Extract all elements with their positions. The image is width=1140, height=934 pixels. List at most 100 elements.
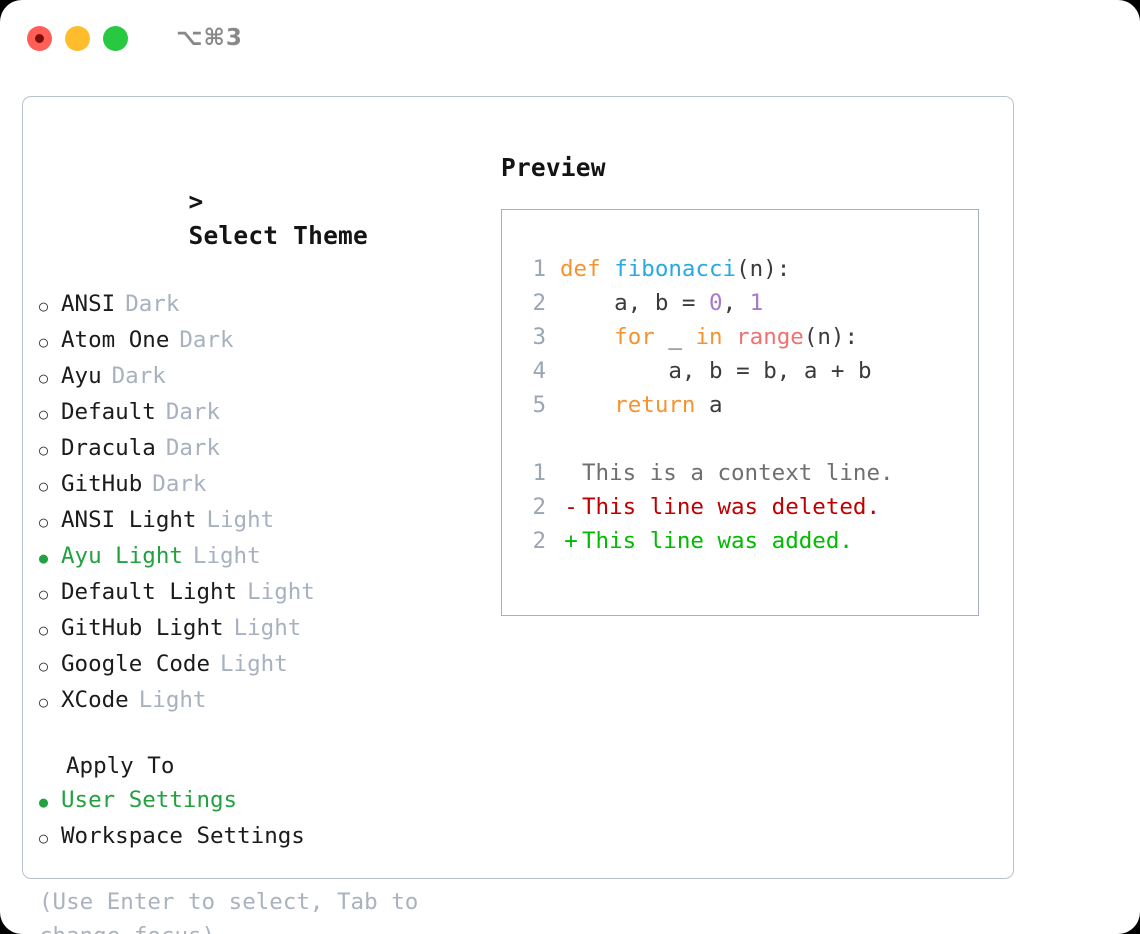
- apply-to-option-user-settings[interactable]: ● User Settings: [39, 783, 489, 819]
- title-bar: ⌥⌘3: [0, 0, 1140, 76]
- radio-selected-icon: ●: [39, 793, 49, 811]
- diff-sample: 1 This is a context line.2-This line was…: [502, 456, 978, 558]
- code-token-kw: return: [560, 392, 696, 418]
- code-line-number: 1: [532, 256, 546, 282]
- apply-to-heading: Apply To: [66, 753, 175, 779]
- radio-unselected-icon: ○: [39, 829, 49, 847]
- code-token-kw: for: [560, 324, 655, 350]
- section-spacer: [39, 719, 489, 749]
- code-token-txt: (n):: [736, 256, 791, 282]
- diff-marker-icon: [560, 456, 582, 490]
- code-token-call: range: [736, 324, 804, 350]
- radio-unselected-icon: ○: [39, 405, 49, 423]
- theme-option-dracula[interactable]: ○ Dracula Dark: [39, 431, 489, 467]
- diff-line-number: 2: [532, 494, 546, 520]
- apply-to-option-label: Workspace Settings: [61, 823, 305, 849]
- radio-unselected-icon: ○: [39, 333, 49, 351]
- theme-option-label: XCode: [61, 687, 129, 713]
- apply-to-option-workspace-settings[interactable]: ○ Workspace Settings: [39, 819, 489, 855]
- theme-option-label: Dracula: [61, 435, 156, 461]
- diff-line-ctx: 1 This is a context line.: [502, 456, 978, 490]
- traffic-lights: [27, 25, 128, 51]
- diff-marker-icon: -: [564, 494, 578, 520]
- theme-option-github-light[interactable]: ○ GitHub Light Light: [39, 611, 489, 647]
- preview-heading: Preview: [501, 153, 606, 182]
- code-token-fn: fibonacci: [614, 256, 737, 282]
- code-line: 1 def fibonacci(n):: [502, 252, 978, 286]
- radio-unselected-icon: ○: [39, 585, 49, 603]
- code-line-text: return a: [560, 388, 723, 422]
- theme-option-variant-tag: Light: [233, 615, 302, 641]
- radio-unselected-icon: ○: [39, 297, 49, 315]
- theme-option-default-light[interactable]: ○ Default Light Light: [39, 575, 489, 611]
- diff-line-del: 2-This line was deleted.: [502, 490, 978, 524]
- theme-option-variant-tag: Light: [247, 579, 315, 605]
- theme-option-label: ANSI Light: [61, 507, 197, 533]
- code-line-text: for _ in range(n):: [560, 320, 858, 354]
- code-token-kw: def: [560, 256, 615, 282]
- close-icon: [35, 33, 44, 43]
- close-window-button[interactable]: [27, 25, 52, 51]
- radio-unselected-icon: ○: [39, 369, 49, 387]
- radio-unselected-icon: ○: [39, 477, 49, 495]
- theme-option-variant-tag: Dark: [165, 435, 221, 461]
- theme-option-variant-tag: Dark: [152, 471, 207, 497]
- theme-option-label: GitHub: [61, 471, 143, 497]
- diff-line-number: 1: [532, 460, 546, 486]
- apply-to-option-list: ● User Settings ○ Workspace Settings: [39, 783, 489, 855]
- theme-option-variant-tag: Dark: [179, 327, 234, 353]
- theme-option-label: Default Light: [61, 579, 238, 605]
- code-token-txt: a: [695, 392, 723, 418]
- theme-option-variant-tag: Dark: [165, 399, 221, 425]
- code-line-number: 2: [532, 290, 546, 316]
- theme-option-variant-tag: Light: [138, 687, 207, 713]
- theme-option-github[interactable]: ○ GitHub Dark: [39, 467, 489, 503]
- theme-option-variant-tag: Light: [192, 543, 261, 569]
- apply-to-option-label: User Settings: [61, 787, 238, 813]
- code-line: 2 a, b = 0, 1: [502, 286, 978, 320]
- code-token-txt: a, b = b, a + b: [560, 358, 872, 384]
- code-line-text: a, b = b, a + b: [560, 354, 872, 388]
- diff-line-text: This line was deleted.: [582, 494, 881, 520]
- select-theme-heading: > Select Theme: [39, 151, 489, 287]
- code-token-num: 0: [709, 290, 723, 316]
- code-gap: [502, 422, 978, 456]
- radio-unselected-icon: ○: [39, 441, 49, 459]
- keyboard-shortcut-label: ⌥⌘3: [176, 25, 243, 51]
- code-line-text: def fibonacci(n):: [560, 252, 790, 286]
- theme-option-variant-tag: Dark: [125, 291, 180, 317]
- radio-selected-icon: ●: [39, 549, 49, 567]
- theme-option-default[interactable]: ○ Default Dark: [39, 395, 489, 431]
- radio-unselected-icon: ○: [39, 693, 49, 711]
- theme-option-atom-one[interactable]: ○ Atom One Dark: [39, 323, 489, 359]
- code-line-number: 5: [532, 392, 546, 418]
- code-line-number: 3: [532, 324, 546, 350]
- select-theme-title: Select Theme: [188, 221, 368, 250]
- code-line: 4 a, b = b, a + b: [502, 354, 978, 388]
- radio-unselected-icon: ○: [39, 621, 49, 639]
- keyboard-hint-text: (Use Enter to select, Tab to change focu…: [39, 889, 419, 934]
- focus-caret-icon: >: [188, 187, 204, 216]
- diff-line-add: 2 +This line was added.: [502, 524, 978, 558]
- code-line-text: a, b = 0, 1: [560, 286, 763, 320]
- minimize-window-button[interactable]: [65, 25, 90, 51]
- code-token-txt: a, b =: [560, 290, 710, 316]
- diff-line-number: 2: [532, 528, 546, 554]
- code-token-txt: ,: [722, 290, 750, 316]
- diff-line-text: This line was added.: [582, 528, 853, 554]
- diff-marker-icon: +: [564, 528, 578, 554]
- theme-option-xcode[interactable]: ○ XCode Light: [39, 683, 489, 719]
- maximize-window-button[interactable]: [103, 25, 128, 51]
- theme-option-label: Atom One: [61, 327, 170, 353]
- theme-option-label: GitHub Light: [61, 615, 224, 641]
- theme-option-label: Default: [61, 399, 156, 425]
- theme-option-variant-tag: Light: [206, 507, 275, 533]
